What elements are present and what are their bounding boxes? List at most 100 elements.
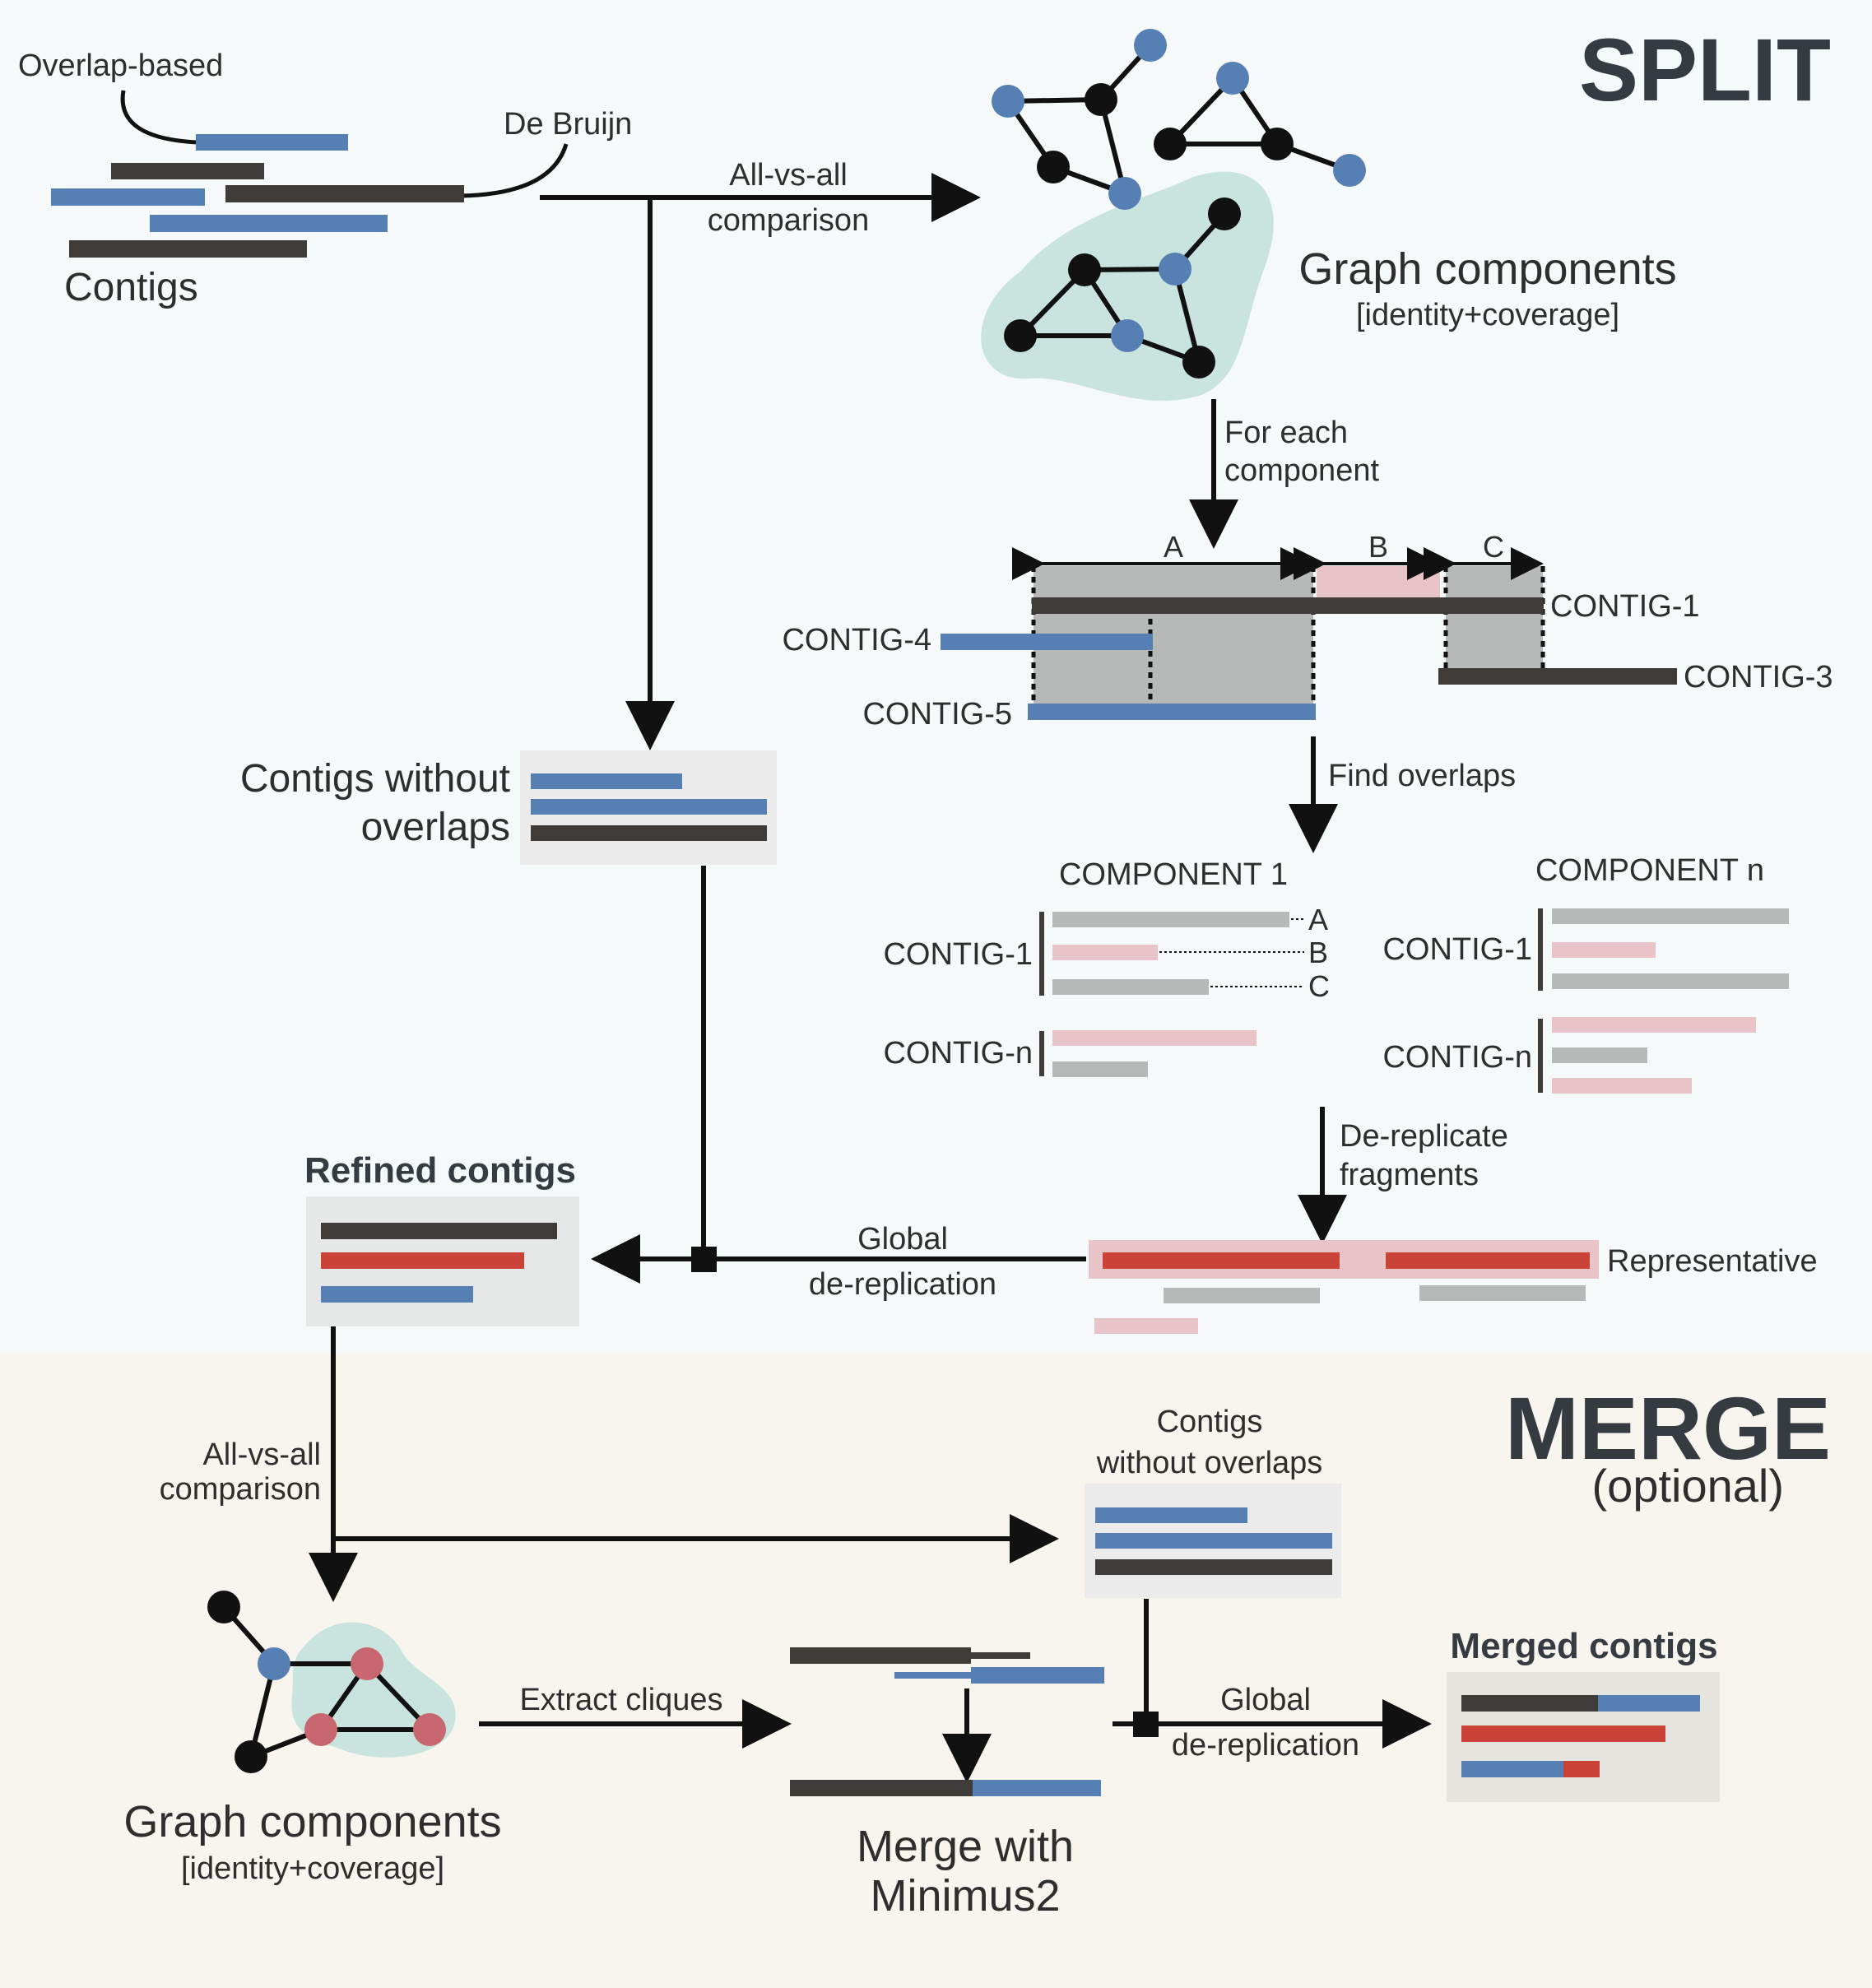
fragment-a bbox=[1052, 912, 1289, 927]
merge-join-node bbox=[1133, 1712, 1159, 1737]
overlap-based-label: Overlap-based bbox=[18, 49, 223, 83]
contig-bar bbox=[531, 799, 767, 815]
global-label-1: Global bbox=[857, 1222, 948, 1256]
contig-bar bbox=[1095, 1507, 1247, 1523]
fragment-c bbox=[1052, 979, 1209, 995]
contigs-without-overlaps-label-2: overlaps bbox=[361, 806, 510, 849]
representative-fragment bbox=[1103, 1252, 1340, 1269]
fragment bbox=[1164, 1288, 1320, 1303]
contig-1-bar bbox=[1032, 597, 1544, 614]
contig-4-label: CONTIG-4 bbox=[782, 623, 931, 657]
component-n-title: COMPONENT n bbox=[1535, 853, 1764, 888]
contig-bar bbox=[1095, 1533, 1332, 1549]
graph-node bbox=[1261, 128, 1294, 160]
split-title: SPLIT bbox=[1579, 20, 1831, 119]
merge-graph-subtitle: [identity+coverage] bbox=[181, 1851, 444, 1886]
join-node bbox=[691, 1247, 717, 1272]
graph-node bbox=[1134, 29, 1167, 62]
component-1-fragments: COMPONENT 1 A B C CONTIG-1 CONTIG-n bbox=[883, 857, 1330, 1077]
contig-bar bbox=[1461, 1726, 1665, 1742]
representative-label: Representative bbox=[1607, 1244, 1818, 1279]
fragment bbox=[1552, 942, 1656, 958]
fragment-c-label: C bbox=[1308, 969, 1330, 1003]
graph-node bbox=[992, 85, 1024, 118]
contig-overhang bbox=[971, 1652, 1030, 1659]
representative-group: Representative bbox=[1089, 1240, 1818, 1334]
overlap-based-callout bbox=[120, 90, 198, 145]
dereplicate-label-2: fragments bbox=[1340, 1158, 1479, 1192]
fragment-b-label: B bbox=[1308, 936, 1328, 969]
contig-bar bbox=[69, 240, 307, 258]
contig-overhang bbox=[894, 1672, 971, 1679]
contigs-without-overlaps-label-1: Contigs without bbox=[240, 757, 510, 801]
merge-title: MERGE bbox=[1505, 1378, 1831, 1478]
segment-a-label: A bbox=[1164, 530, 1183, 564]
contig-bar bbox=[225, 185, 464, 202]
contig-5-label: CONTIG-5 bbox=[862, 697, 1012, 732]
graph-node bbox=[1037, 151, 1070, 183]
contig-bar bbox=[321, 1252, 524, 1269]
segment-b-region bbox=[1317, 566, 1440, 599]
contig-bar bbox=[1598, 1695, 1700, 1712]
component-n-contig-1-label: CONTIG-1 bbox=[1382, 932, 1532, 967]
merge-subtitle: (optional) bbox=[1592, 1460, 1784, 1512]
graph-node bbox=[413, 1713, 446, 1746]
fragment-b bbox=[1052, 945, 1158, 960]
contig-3-bar bbox=[1438, 668, 1677, 685]
merged-contigs-group: Merged contigs bbox=[1447, 1626, 1720, 1802]
graph-node bbox=[1085, 83, 1117, 116]
segment-c-region bbox=[1446, 566, 1543, 671]
fragment bbox=[1552, 973, 1789, 989]
fragment bbox=[1552, 1078, 1692, 1094]
for-each-label: For each bbox=[1224, 416, 1348, 450]
dereplication-label-2: de-replication bbox=[1172, 1728, 1359, 1763]
graph-node bbox=[1154, 128, 1187, 160]
merge-all-vs-all-label: All-vs-all bbox=[202, 1438, 321, 1472]
merge-graph-title: Graph components bbox=[123, 1797, 501, 1846]
find-overlaps-label: Find overlaps bbox=[1328, 759, 1516, 793]
contig-bar bbox=[51, 188, 205, 206]
fragment bbox=[1052, 1030, 1257, 1046]
contig-3-label: CONTIG-3 bbox=[1684, 660, 1833, 694]
contig-bar bbox=[971, 1667, 1104, 1684]
graph-node bbox=[207, 1591, 240, 1623]
contig-bar bbox=[150, 215, 388, 232]
contig-bar bbox=[1461, 1761, 1563, 1777]
contig-1-label: CONTIG-1 bbox=[1550, 589, 1700, 624]
contig-bar bbox=[1563, 1761, 1600, 1777]
extract-cliques-label: Extract cliques bbox=[519, 1683, 722, 1717]
fragment bbox=[1052, 1061, 1148, 1077]
fragment bbox=[1552, 908, 1789, 924]
graph-node bbox=[1111, 319, 1144, 352]
segment-b-label: B bbox=[1368, 530, 1388, 564]
graph-components-subtitle: [identity+coverage] bbox=[1356, 298, 1619, 332]
graph-node bbox=[1108, 177, 1141, 210]
graph-node bbox=[1159, 253, 1191, 286]
comparison-label: comparison bbox=[708, 203, 869, 238]
contigs-without-overlaps-merge: Contigs without overlaps bbox=[1085, 1405, 1341, 1598]
graph-node bbox=[1216, 62, 1249, 95]
merge-with-label-1: Merge with bbox=[857, 1822, 1074, 1871]
component-n-contig-n-label: CONTIG-n bbox=[1382, 1040, 1532, 1075]
graph-node bbox=[1333, 154, 1366, 187]
merge-without-label-2: without overlaps bbox=[1096, 1446, 1323, 1480]
minimus2-merge: Merge with Minimus2 bbox=[790, 1647, 1104, 1921]
merged-bar-dark bbox=[790, 1780, 973, 1796]
merge-without-label-1: Contigs bbox=[1157, 1405, 1263, 1439]
graph-components-title: Graph components bbox=[1298, 244, 1676, 294]
refined-contigs-group: Refined contigs bbox=[304, 1150, 579, 1326]
merge-with-label-2: Minimus2 bbox=[870, 1871, 1060, 1921]
de-bruijn-callout bbox=[460, 143, 569, 198]
graph-node bbox=[1068, 253, 1101, 286]
global-label-2: Global bbox=[1220, 1683, 1311, 1717]
component-n-fragments: COMPONENT n CONTIG-1 CONTIG-n bbox=[1382, 853, 1789, 1094]
graph-node bbox=[1182, 346, 1215, 379]
contigs-label: Contigs bbox=[64, 266, 198, 309]
graph-node bbox=[258, 1647, 290, 1680]
refined-contigs-title: Refined contigs bbox=[304, 1150, 576, 1191]
graph-node bbox=[235, 1740, 267, 1773]
contig-4-bar bbox=[941, 634, 1153, 650]
dereplication-label-1: de-replication bbox=[809, 1267, 996, 1302]
fragment bbox=[1552, 1017, 1756, 1033]
